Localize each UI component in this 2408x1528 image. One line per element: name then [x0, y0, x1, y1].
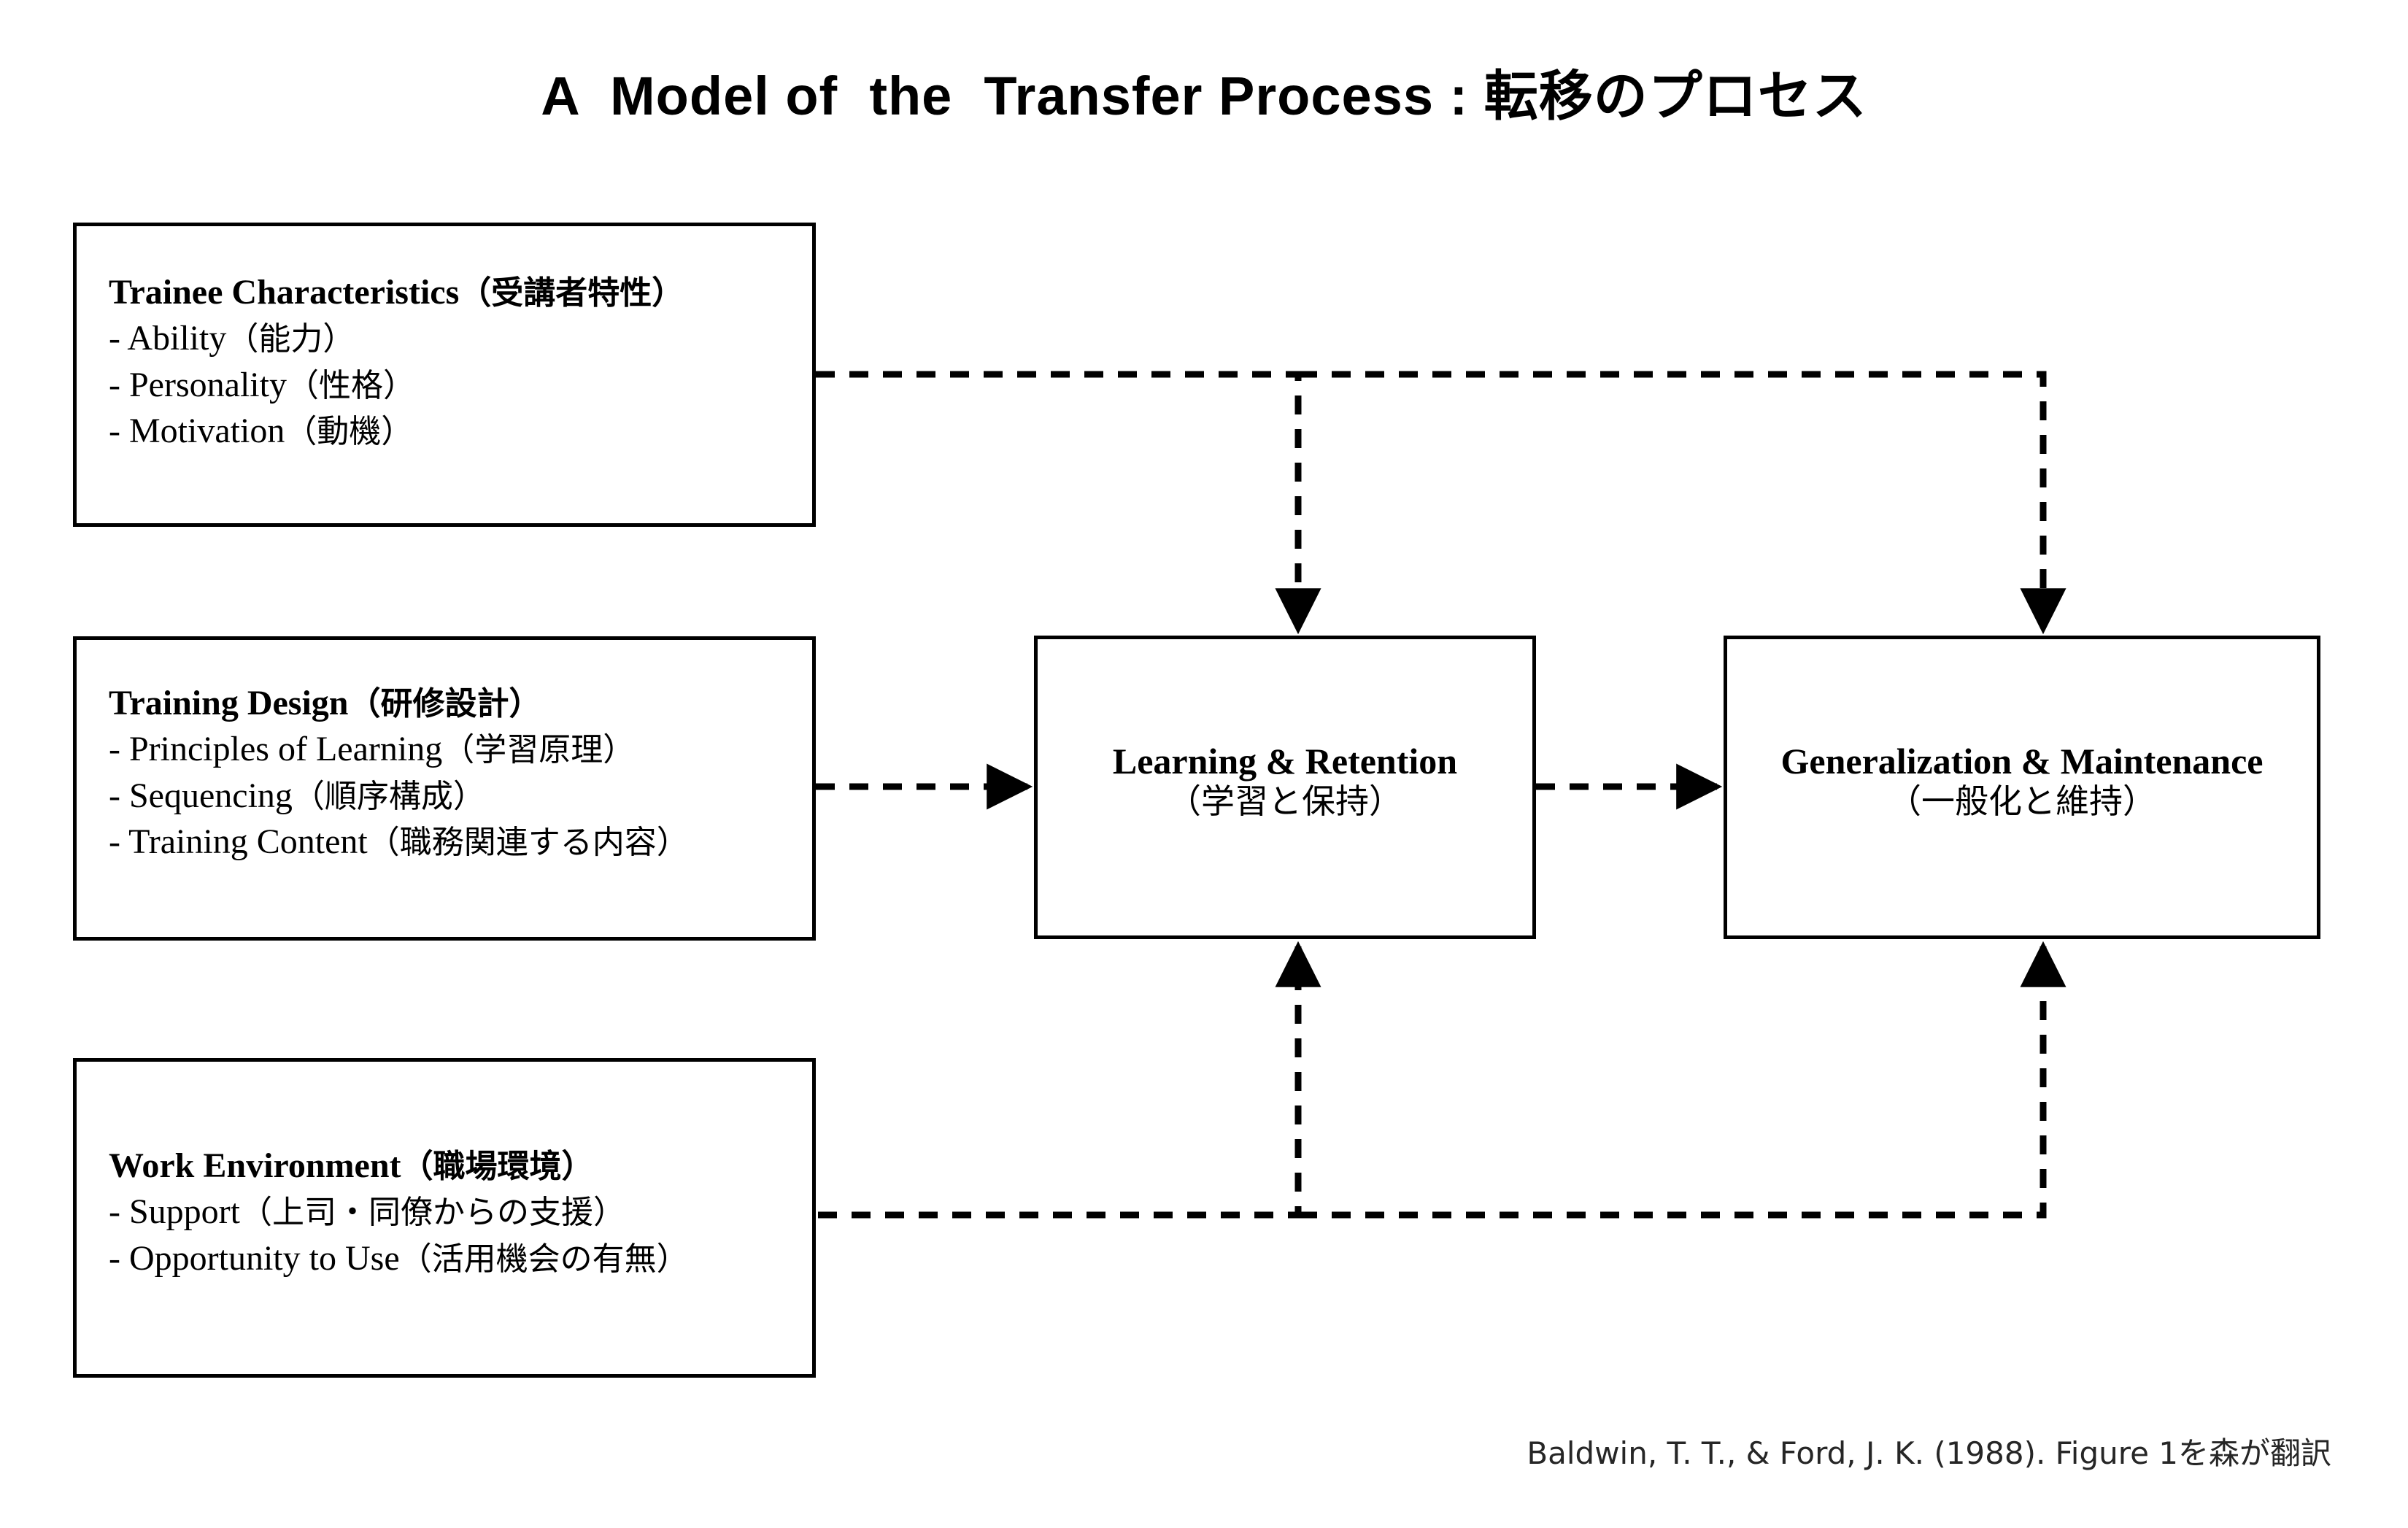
node-training-design: Training Design（研修設計） - Principles of Le… [73, 636, 816, 941]
node-item-design-2: - Training Content（職務関連する内容） [109, 822, 689, 862]
node-learning-retention: Learning & Retention （学習と保持） [1034, 636, 1536, 939]
node-learning-line2: （学習と保持） [1168, 782, 1402, 821]
connector-work-to-learning [784, 941, 1321, 1219]
node-work-environment: Work Environment（職場環境） - Support（上司・同僚から… [73, 1058, 816, 1378]
node-item-work-1: - Opportunity to Use（活用機会の有無） [109, 1238, 689, 1278]
citation-text: Baldwin, T. T., & Ford, J. K. (1988). Fi… [1527, 1435, 2331, 1471]
node-heading-trainee: Trainee Characteristics（受講者特性） [109, 273, 684, 312]
node-item-design-1: - Sequencing（順序構成） [109, 776, 485, 815]
node-item-work-0: - Support（上司・同僚からの支援） [109, 1192, 625, 1232]
node-trainee-characteristics: Trainee Characteristics（受講者特性） - Ability… [73, 223, 816, 527]
node-generalization-line1: Generalization & Maintenance [1780, 741, 2264, 782]
page-title: A Model of the Transfer Process : 転移のプロセ… [541, 66, 1867, 126]
connector-trainee-to-learning [816, 371, 1321, 635]
node-item-trainee-1: - Personality（性格） [109, 365, 415, 404]
node-item-trainee-2: - Motivation（動機） [109, 412, 414, 451]
node-item-trainee-0: - Ability（能力） [109, 319, 355, 358]
node-heading-design: Training Design（研修設計） [109, 684, 541, 722]
connector-work-to-generalization [1298, 941, 2067, 1219]
node-item-design-0: - Principles of Learning（学習原理） [109, 730, 636, 769]
connector-trainee-to-generalization [1298, 371, 2067, 635]
node-heading-work: Work Environment（職場環境） [109, 1146, 594, 1185]
node-learning-line1: Learning & Retention [1112, 741, 1458, 782]
node-generalization-maintenance: Generalization & Maintenance （一般化と維持） [1724, 636, 2320, 939]
node-generalization-line2: （一般化と維持） [1888, 782, 2156, 821]
